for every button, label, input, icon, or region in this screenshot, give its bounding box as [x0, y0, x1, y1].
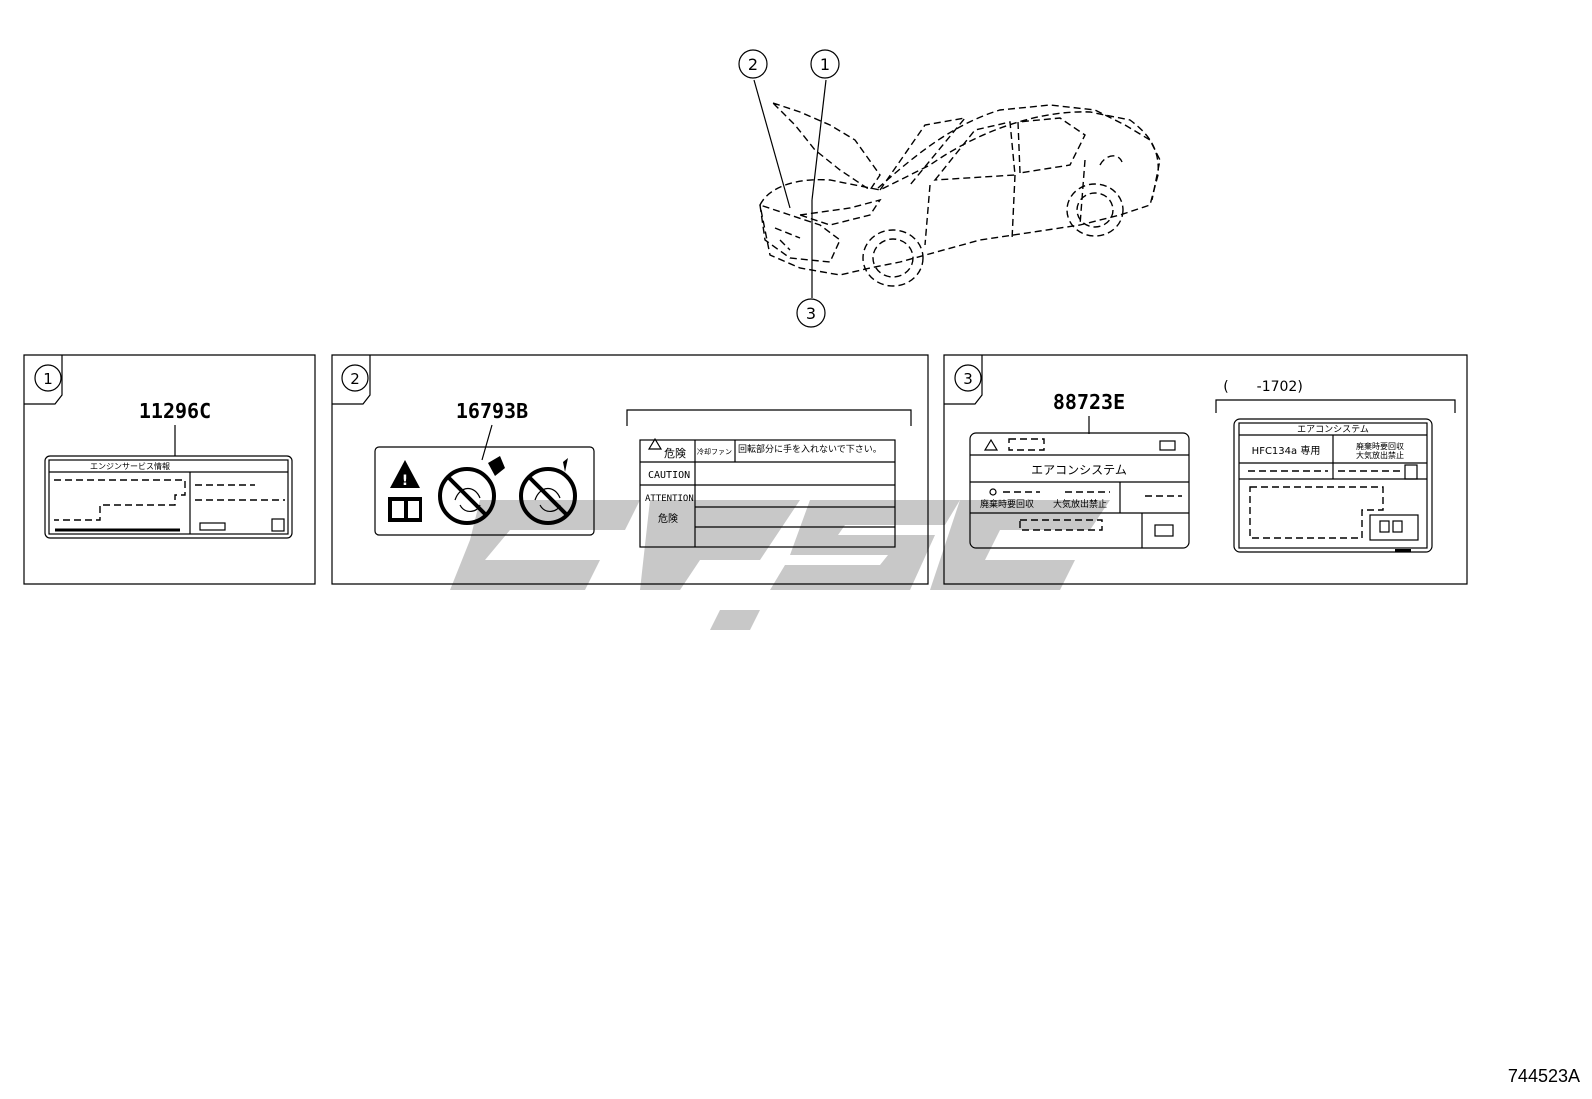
- panel-3: 3 88723E エアコンシステム 廃棄時要回収 大気放出禁止 ( -1702)…: [943, 354, 1468, 585]
- svg-text:廃棄時要回収: 廃棄時要回収: [980, 498, 1034, 510]
- watermark-logo: [450, 500, 1110, 630]
- svg-text:( -1702): ( -1702): [1223, 379, 1303, 395]
- callout-leaders: [753, 79, 827, 298]
- svg-text:危険: 危険: [658, 513, 678, 525]
- svg-text:大気放出禁止: 大気放出禁止: [1356, 450, 1404, 460]
- svg-text:エアコンシステム: エアコンシステム: [1031, 463, 1127, 477]
- svg-text:2: 2: [748, 55, 758, 74]
- svg-text:!: !: [402, 473, 408, 489]
- svg-text:88723E: 88723E: [1053, 390, 1125, 414]
- panel-2: 2 16793B ! 危険 冷却ファン 回転部分に手を入れないで下さい。 CAU…: [331, 354, 929, 585]
- svg-text:大気放出禁止: 大気放出禁止: [1053, 498, 1107, 510]
- svg-text:CAUTION: CAUTION: [648, 470, 690, 481]
- car-illustration: [759, 102, 1161, 287]
- svg-text:2: 2: [350, 370, 360, 388]
- figure-id: 744523A: [1508, 1066, 1580, 1086]
- callout-1: 1: [810, 49, 840, 79]
- svg-text:冷却ファン: 冷却ファン: [697, 447, 732, 456]
- svg-text:1: 1: [820, 55, 830, 74]
- svg-text:11296C: 11296C: [139, 399, 211, 423]
- svg-text:エアコンシステム: エアコンシステム: [1297, 424, 1369, 435]
- svg-text:廃棄時要回収: 廃棄時要回収: [1356, 441, 1404, 451]
- callout-3: 3: [796, 298, 826, 328]
- svg-text:1: 1: [43, 370, 53, 388]
- svg-text:3: 3: [963, 370, 973, 388]
- svg-text:HFC134a 専用: HFC134a 専用: [1252, 445, 1321, 457]
- svg-text:16793B: 16793B: [456, 399, 528, 423]
- svg-text:3: 3: [806, 304, 816, 323]
- callout-2: 2: [738, 49, 768, 79]
- panel-1: 1 11296C エンジンサービス情報: [23, 354, 316, 585]
- svg-text:危険: 危険: [664, 447, 686, 460]
- svg-text:回転部分に手を入れないで下さい。: 回転部分に手を入れないで下さい。: [738, 443, 882, 455]
- svg-text:エンジンサービス情報: エンジンサービス情報: [90, 461, 170, 471]
- svg-text:ATTENTION: ATTENTION: [645, 494, 694, 504]
